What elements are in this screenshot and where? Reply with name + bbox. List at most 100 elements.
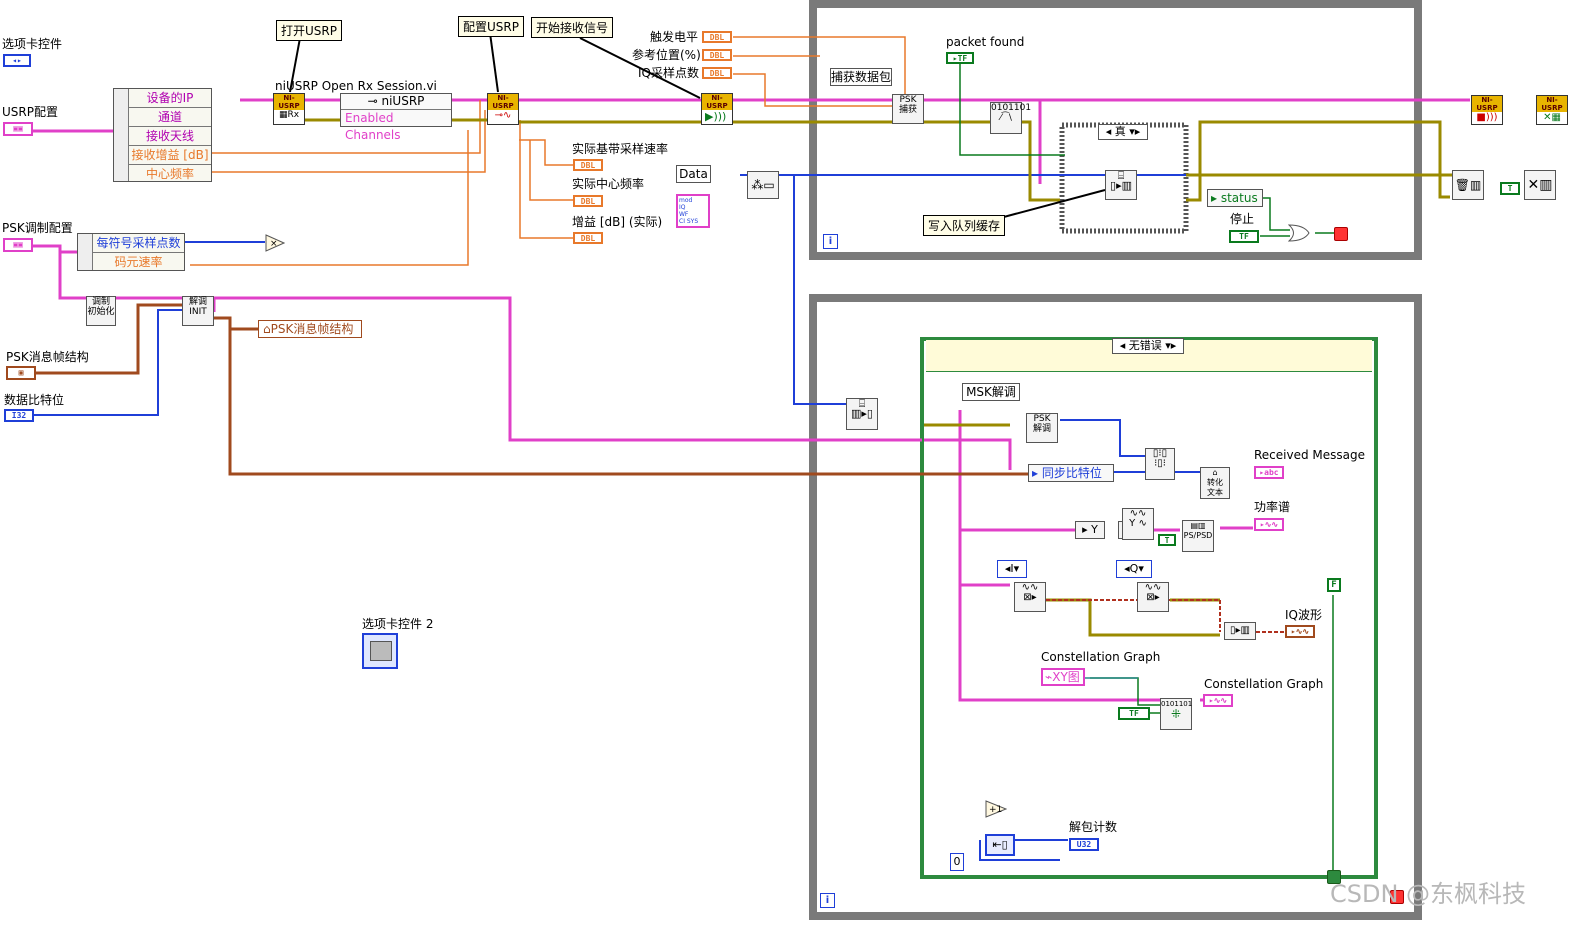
bottom-loop-stop-icon [1390,890,1404,904]
bits-to-text-vi[interactable]: ⌂转化文本 [1200,467,1230,499]
niusrp-property-node[interactable]: ⊸ niUSRP Enabled Channels [340,93,452,142]
tab-control-label: 选项卡控件 [2,37,63,51]
configure-icon: ⊸∿ [494,110,512,121]
trigger-level-terminal[interactable]: DBL [702,31,732,43]
close-session-vi[interactable]: NI-USRP ✕▦ [1536,95,1568,125]
unbundle-y-1[interactable]: ▸ Y [1075,521,1105,539]
i-selector-constant[interactable]: ◂I▾ [997,560,1027,578]
svg-text:+1: +1 [989,805,1002,815]
data-bits-terminal[interactable]: I32 [4,409,34,422]
psd-terminal[interactable]: ▸∿∿ [1254,518,1284,531]
destroy-queue-node[interactable]: ✕▥ [1524,170,1556,200]
multiply-node[interactable]: × [265,234,286,252]
received-message-terminal[interactable]: ▸abc [1254,466,1284,479]
true-constant[interactable]: T [1500,182,1520,195]
cluster-row-symbol-rate: 码元速率 [114,255,163,269]
constellation-icon: ⁜ [1170,707,1182,721]
demod-init-vi[interactable]: 解调 INIT [182,296,214,326]
unflatten-node[interactable]: 0101101⁄⁀\ [990,102,1031,134]
tab-icon [370,641,392,661]
iq-waveform-terminal[interactable]: ▸∿∿ [1285,625,1315,638]
psk-frame-struct-terminal[interactable]: ▣ [6,366,36,380]
play-icon: ▶))) [705,110,727,123]
constellation-out-terminal[interactable]: ▸∿∿ [1203,694,1233,707]
zero-constant[interactable]: 0 [950,853,964,871]
cluster-row-gain: 接收增益 [dB] [129,146,211,165]
usrp-config-unbundle[interactable]: 设备的IP 通道 接收天线 接收增益 [dB] 中心频率 [113,88,212,182]
ref-position-label: 参考位置(%) [632,48,701,62]
sync-bits-unbundle[interactable]: ▸ 同步比特位 [1028,464,1114,482]
constellation-out-label: Constellation Graph [1204,677,1324,691]
callout-write-queue: 写入队列缓存 [923,215,1006,236]
psk-mod-config-terminal[interactable]: ▣▣ [3,238,33,252]
case-selector-no-error[interactable]: ◂ 无错误 ▾▸ [1112,338,1184,354]
psd-true-constant[interactable]: T [1158,534,1176,546]
enabled-channels-property[interactable]: Enabled Channels [345,111,401,142]
home-icon: ⌂ [263,322,271,336]
tab-control-terminal[interactable]: ◂▸ [3,54,31,67]
stop-icon: ■))) [1476,112,1498,123]
q-selector-constant[interactable]: ◂Q▾ [1116,560,1152,578]
increment-node[interactable]: +1 [985,800,1008,818]
actual-iq-rate-label: 实际基带采样速率 [572,142,669,156]
open-rx-session-vi[interactable]: NI-USRP ▦Rx [273,93,305,125]
false-constant[interactable]: F [1327,578,1341,592]
packet-found-terminal[interactable]: ▸TF [946,52,974,64]
iq-samples-label: IQ采样点数 [638,66,699,80]
psk-mod-config-label: PSK调制配置 [2,221,73,235]
constellation-tf-constant[interactable]: TF [1118,707,1150,720]
obtain-queue-node[interactable]: ⁂▭ [747,171,779,199]
cluster-row-channel: 通道 [129,108,211,127]
psk-demod-vi[interactable]: PSK 解调 [1026,413,1058,443]
constellation-ref[interactable]: ⌁XY图 [1041,668,1085,686]
callout-config-usrp: 配置USRP [458,16,524,37]
actual-freq-terminal[interactable]: DBL [573,195,603,207]
data-constant-label[interactable]: Data [676,165,711,183]
property-node-title: niUSRP [381,94,425,108]
usrp-config-terminal[interactable]: ▣▣ [3,122,33,136]
mod-init-vi[interactable]: 调制 初始化 [86,296,116,326]
enqueue-node[interactable]: ⌸▯▸▥ [1105,170,1137,200]
get-component-i-node[interactable]: ∿∿⊠▸ [1014,582,1046,612]
iq-waveform-label: IQ波形 [1285,608,1322,622]
unpack-count-label: 解包计数 [1069,820,1118,834]
case-selector-true[interactable]: ◂ 真 ▾▸ [1098,124,1148,140]
build-array-node[interactable]: ▯▸▥ [1224,622,1256,640]
cluster-row-ip: 设备的IP [129,89,211,108]
status-unbundle[interactable]: ▸ status [1207,189,1263,207]
or-node[interactable] [1287,224,1310,242]
iq-samples-terminal[interactable]: DBL [702,67,732,79]
tab-control-2-label: 选项卡控件 2 [362,617,434,631]
constellation-vi[interactable]: 0101101⁜ [1160,698,1192,730]
start-rx-vi[interactable]: NI-USRP ▶))) [701,93,733,125]
psk-frame-struct-indicator[interactable]: ⌂PSK消息帧结构 [258,320,362,338]
rx-icon: ▦Rx [278,110,300,120]
trigger-level-label: 触发电平 [650,30,699,44]
psk-config-unbundle[interactable]: 每符号采样点数 码元速率 [77,233,185,271]
psk-frame-struct-label: PSK消息帧结构 [6,350,89,364]
watermark: CSDN @东枫科技 [1330,880,1527,908]
release-queue-node[interactable]: 🗑▥ [1452,170,1484,200]
build-waveform-node[interactable]: ∿∿Y ∿ [1122,508,1154,540]
actual-gain-label: 增益 [dB] (实际) [572,215,663,229]
stop-label: 停止 [1230,212,1255,226]
unpack-count-terminal[interactable]: U32 [1069,838,1099,851]
ref-position-terminal[interactable]: DBL [702,49,732,61]
actual-gain-terminal[interactable]: DBL [573,232,603,244]
tab-control-2-terminal[interactable] [362,633,398,669]
array-subset-node[interactable]: ▯⁝▯⁝▯⁝ [1145,448,1175,480]
dequeue-node[interactable]: ⌸▥▸▯ [846,398,878,430]
stop-rx-vi[interactable]: NI-USRP ■))) [1471,95,1503,125]
actual-iq-rate-terminal[interactable]: DBL [573,159,603,171]
get-component-q-node[interactable]: ∿∿⊠▸ [1137,582,1169,612]
cluster-row-samples-per-symbol: 每符号采样点数 [93,234,184,253]
msk-label: MSK解调 [962,383,1020,401]
shift-register-node[interactable]: ⇤▯ [985,834,1015,856]
ps-psd-vi[interactable]: ▤▥PS/PSD [1182,520,1214,552]
stop-terminal[interactable]: TF [1229,230,1259,243]
actual-freq-label: 实际中心频率 [572,177,645,191]
psk-capture-vi[interactable]: PSK 捕获 [892,94,924,124]
configure-usrp-vi[interactable]: NI-USRP ⊸∿ [487,93,519,125]
